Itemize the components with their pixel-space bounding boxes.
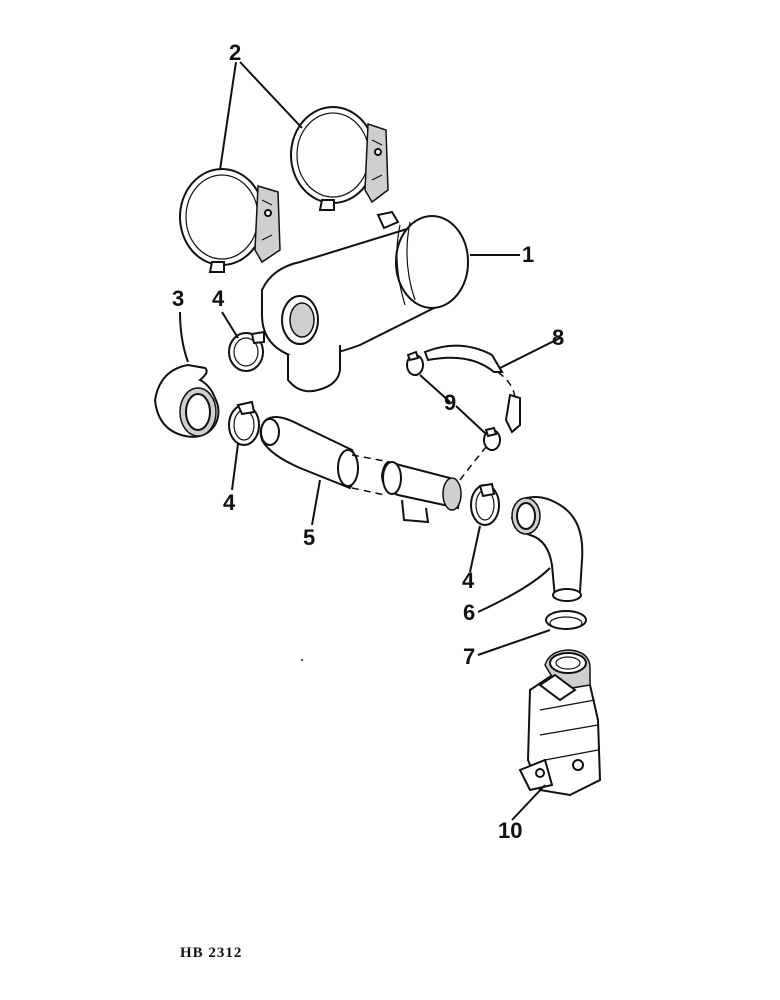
label-part-2: 2 xyxy=(229,40,241,65)
cap xyxy=(153,363,220,438)
stray-dot xyxy=(301,659,303,661)
label-part-4-right: 4 xyxy=(462,568,475,593)
callout-labels: 2 1 3 4 4 5 8 9 4 6 7 10 xyxy=(172,40,564,843)
label-part-9: 9 xyxy=(444,390,456,415)
air-cleaner xyxy=(261,210,469,393)
label-part-10: 10 xyxy=(498,818,522,843)
carburetor xyxy=(518,649,602,797)
label-part-6: 6 xyxy=(463,600,475,625)
vacuator-hose xyxy=(423,344,521,434)
mounting-band-left xyxy=(179,168,281,273)
mounting-band-right xyxy=(290,106,389,211)
label-part-5: 5 xyxy=(303,525,315,550)
intake-hose xyxy=(259,415,493,524)
hose-clamp-upper xyxy=(228,330,265,372)
elbow-clamp xyxy=(545,610,587,630)
figure-code: HB 2312 xyxy=(180,945,242,961)
label-part-8: 8 xyxy=(552,325,564,350)
label-part-7: 7 xyxy=(463,644,475,669)
hose-clamp-right xyxy=(470,482,500,526)
label-part-4-upper: 4 xyxy=(212,286,225,311)
elbow xyxy=(510,495,584,602)
label-part-3: 3 xyxy=(172,286,184,311)
label-part-4-lower: 4 xyxy=(223,490,236,515)
hose-clamps-small xyxy=(406,350,501,451)
label-part-1: 1 xyxy=(522,242,534,267)
hose-clamp-lower xyxy=(228,400,260,446)
leader-lines xyxy=(179,61,561,821)
